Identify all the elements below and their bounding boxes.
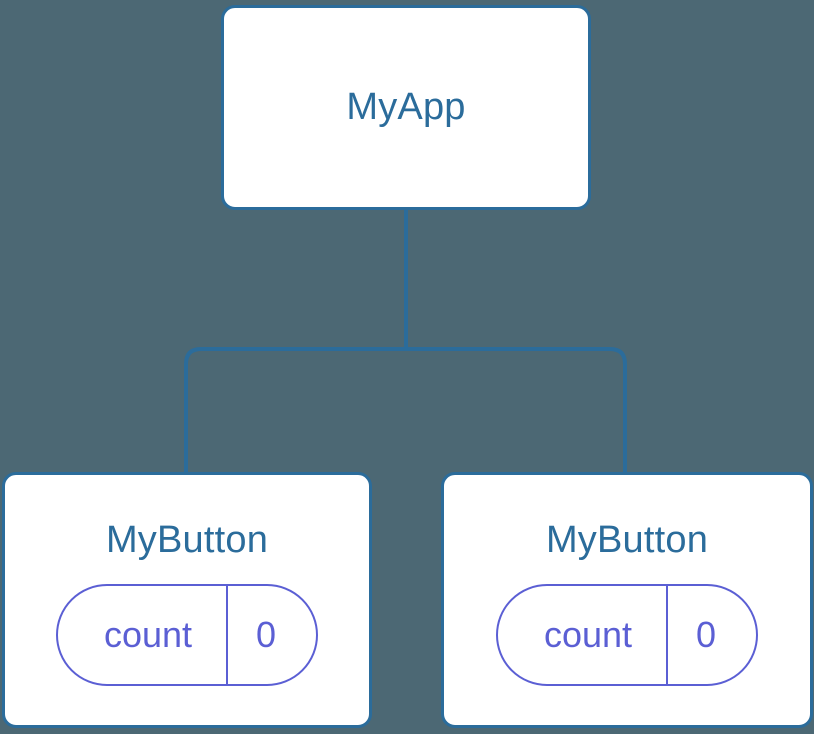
node-mybutton-1[interactable]: MyButton count 0 (2, 472, 372, 728)
connector-to-left-child (184, 347, 406, 472)
node-myapp[interactable]: MyApp (221, 5, 591, 210)
state-value: 0 (696, 614, 717, 655)
state-pill[interactable]: count 0 (495, 584, 759, 686)
node-mybutton-2[interactable]: MyButton count 0 (441, 472, 813, 728)
state-divider (226, 586, 229, 684)
connector-to-right-child (406, 347, 627, 472)
state-pill[interactable]: count 0 (55, 584, 319, 686)
node-title: MyApp (346, 86, 466, 128)
node-title: MyButton (105, 519, 269, 561)
state-value: 0 (256, 614, 277, 655)
node-title: MyButton (545, 519, 709, 561)
state-divider (666, 586, 669, 684)
state-key: count (543, 614, 633, 655)
state-key: count (103, 614, 193, 655)
